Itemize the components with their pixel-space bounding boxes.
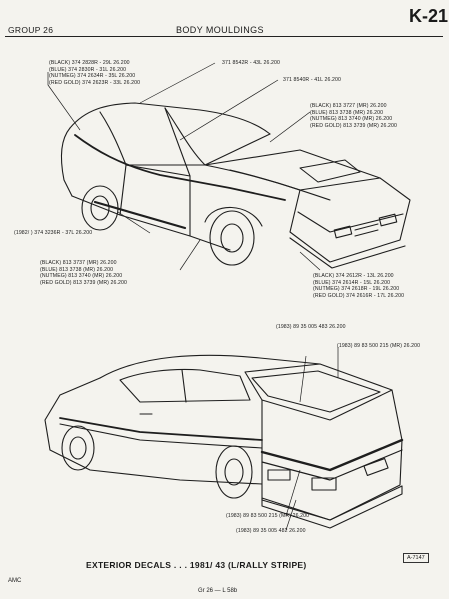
figure-caption: EXTERIOR DECALS . . . 1981/ 43 (L/RALLY …	[86, 560, 307, 570]
callout-line: (BLACK) 374 2612R - 13L 26.200	[313, 273, 394, 279]
callout-line: (NUTMEG) 374 2634R - 35L 26.200	[49, 73, 136, 80]
callout-line: (BLUE) 813 3738 (MR) 26.200	[40, 266, 114, 273]
footer-page: Gr 26 — L 58b	[198, 588, 238, 594]
callout-group-c: (BLACK) 813 3737 (MR) 26.200 (BLUE) 813 …	[40, 260, 127, 286]
callout-line: (BLUE) 813 3738 (MR) 26.200	[310, 109, 384, 116]
callout-line: (BLACK) 813 3727 (MR) 26.200	[310, 103, 387, 109]
callout-371-8540: 371 8540R - 41L 26.200	[283, 77, 341, 83]
page-title: BODY MOULDINGS	[176, 25, 264, 35]
leader-lines	[47, 62, 339, 531]
callout-line: (RED GOLD) 813 3739 (MR) 26.200	[40, 279, 127, 286]
header-rule	[5, 36, 443, 37]
callout-line: (BLACK) 813 3737 (MR) 26.200	[40, 260, 117, 266]
callout-1983-d: (1983) 89 35 005 482 26.200	[236, 528, 306, 534]
callout-1983-b: (1983) 89 83 500 215 (MR) 26.200	[337, 343, 421, 349]
callout-line: (RED GOLD) 374 2616R - 17L 26.200	[313, 292, 405, 299]
callout-1983-a: (1983) 89 35 005 483 26.200	[276, 324, 346, 330]
page-id: K-21	[409, 6, 449, 26]
upper-car-drawing	[60, 102, 411, 269]
callout-line: (RED GOLD) 813 3739 (MR) 26.200	[310, 122, 397, 129]
callout-group-a: (BLACK) 374 2828R - 29L 26.200 (BLUE) 37…	[49, 60, 140, 86]
callout-371-8542: 371 8542R - 43L 26.200	[222, 60, 280, 66]
footer-brand: AMC	[8, 578, 22, 584]
lower-car-drawing	[44, 354, 404, 529]
callout-line: (BLUE) 374 2614R - 15L 26.200	[313, 279, 391, 286]
section-label: GROUP 26	[8, 25, 54, 35]
callout-group-b: (BLACK) 813 3727 (MR) 26.200 (BLUE) 813 …	[310, 103, 397, 129]
figure-reference: A-7147	[403, 553, 429, 563]
callout-1983-c: (1983) 89 83 500 215 (MR) 26.200	[226, 513, 310, 519]
callout-line: (NUTMEG) 374 2618R - 19L 26.200	[313, 286, 400, 293]
callout-group-d: (BLACK) 374 2612R - 13L 26.200 (BLUE) 37…	[313, 273, 404, 299]
callout-line: (NUTMEG) 813 3740 (MR) 26.200	[310, 116, 393, 123]
callout-line: (BLUE) 374 2830R - 31L 26.200	[49, 66, 127, 73]
callout-1982: (1982/ ) 374 3236R - 37L 26.200	[14, 230, 93, 236]
callout-line: (NUTMEG) 813 3740 (MR) 26.200	[40, 273, 123, 280]
callout-line: (BLACK) 374 2828R - 29L 26.200	[49, 60, 130, 66]
callout-line: (RED GOLD) 374 2623R - 33L 26.200	[49, 79, 141, 86]
